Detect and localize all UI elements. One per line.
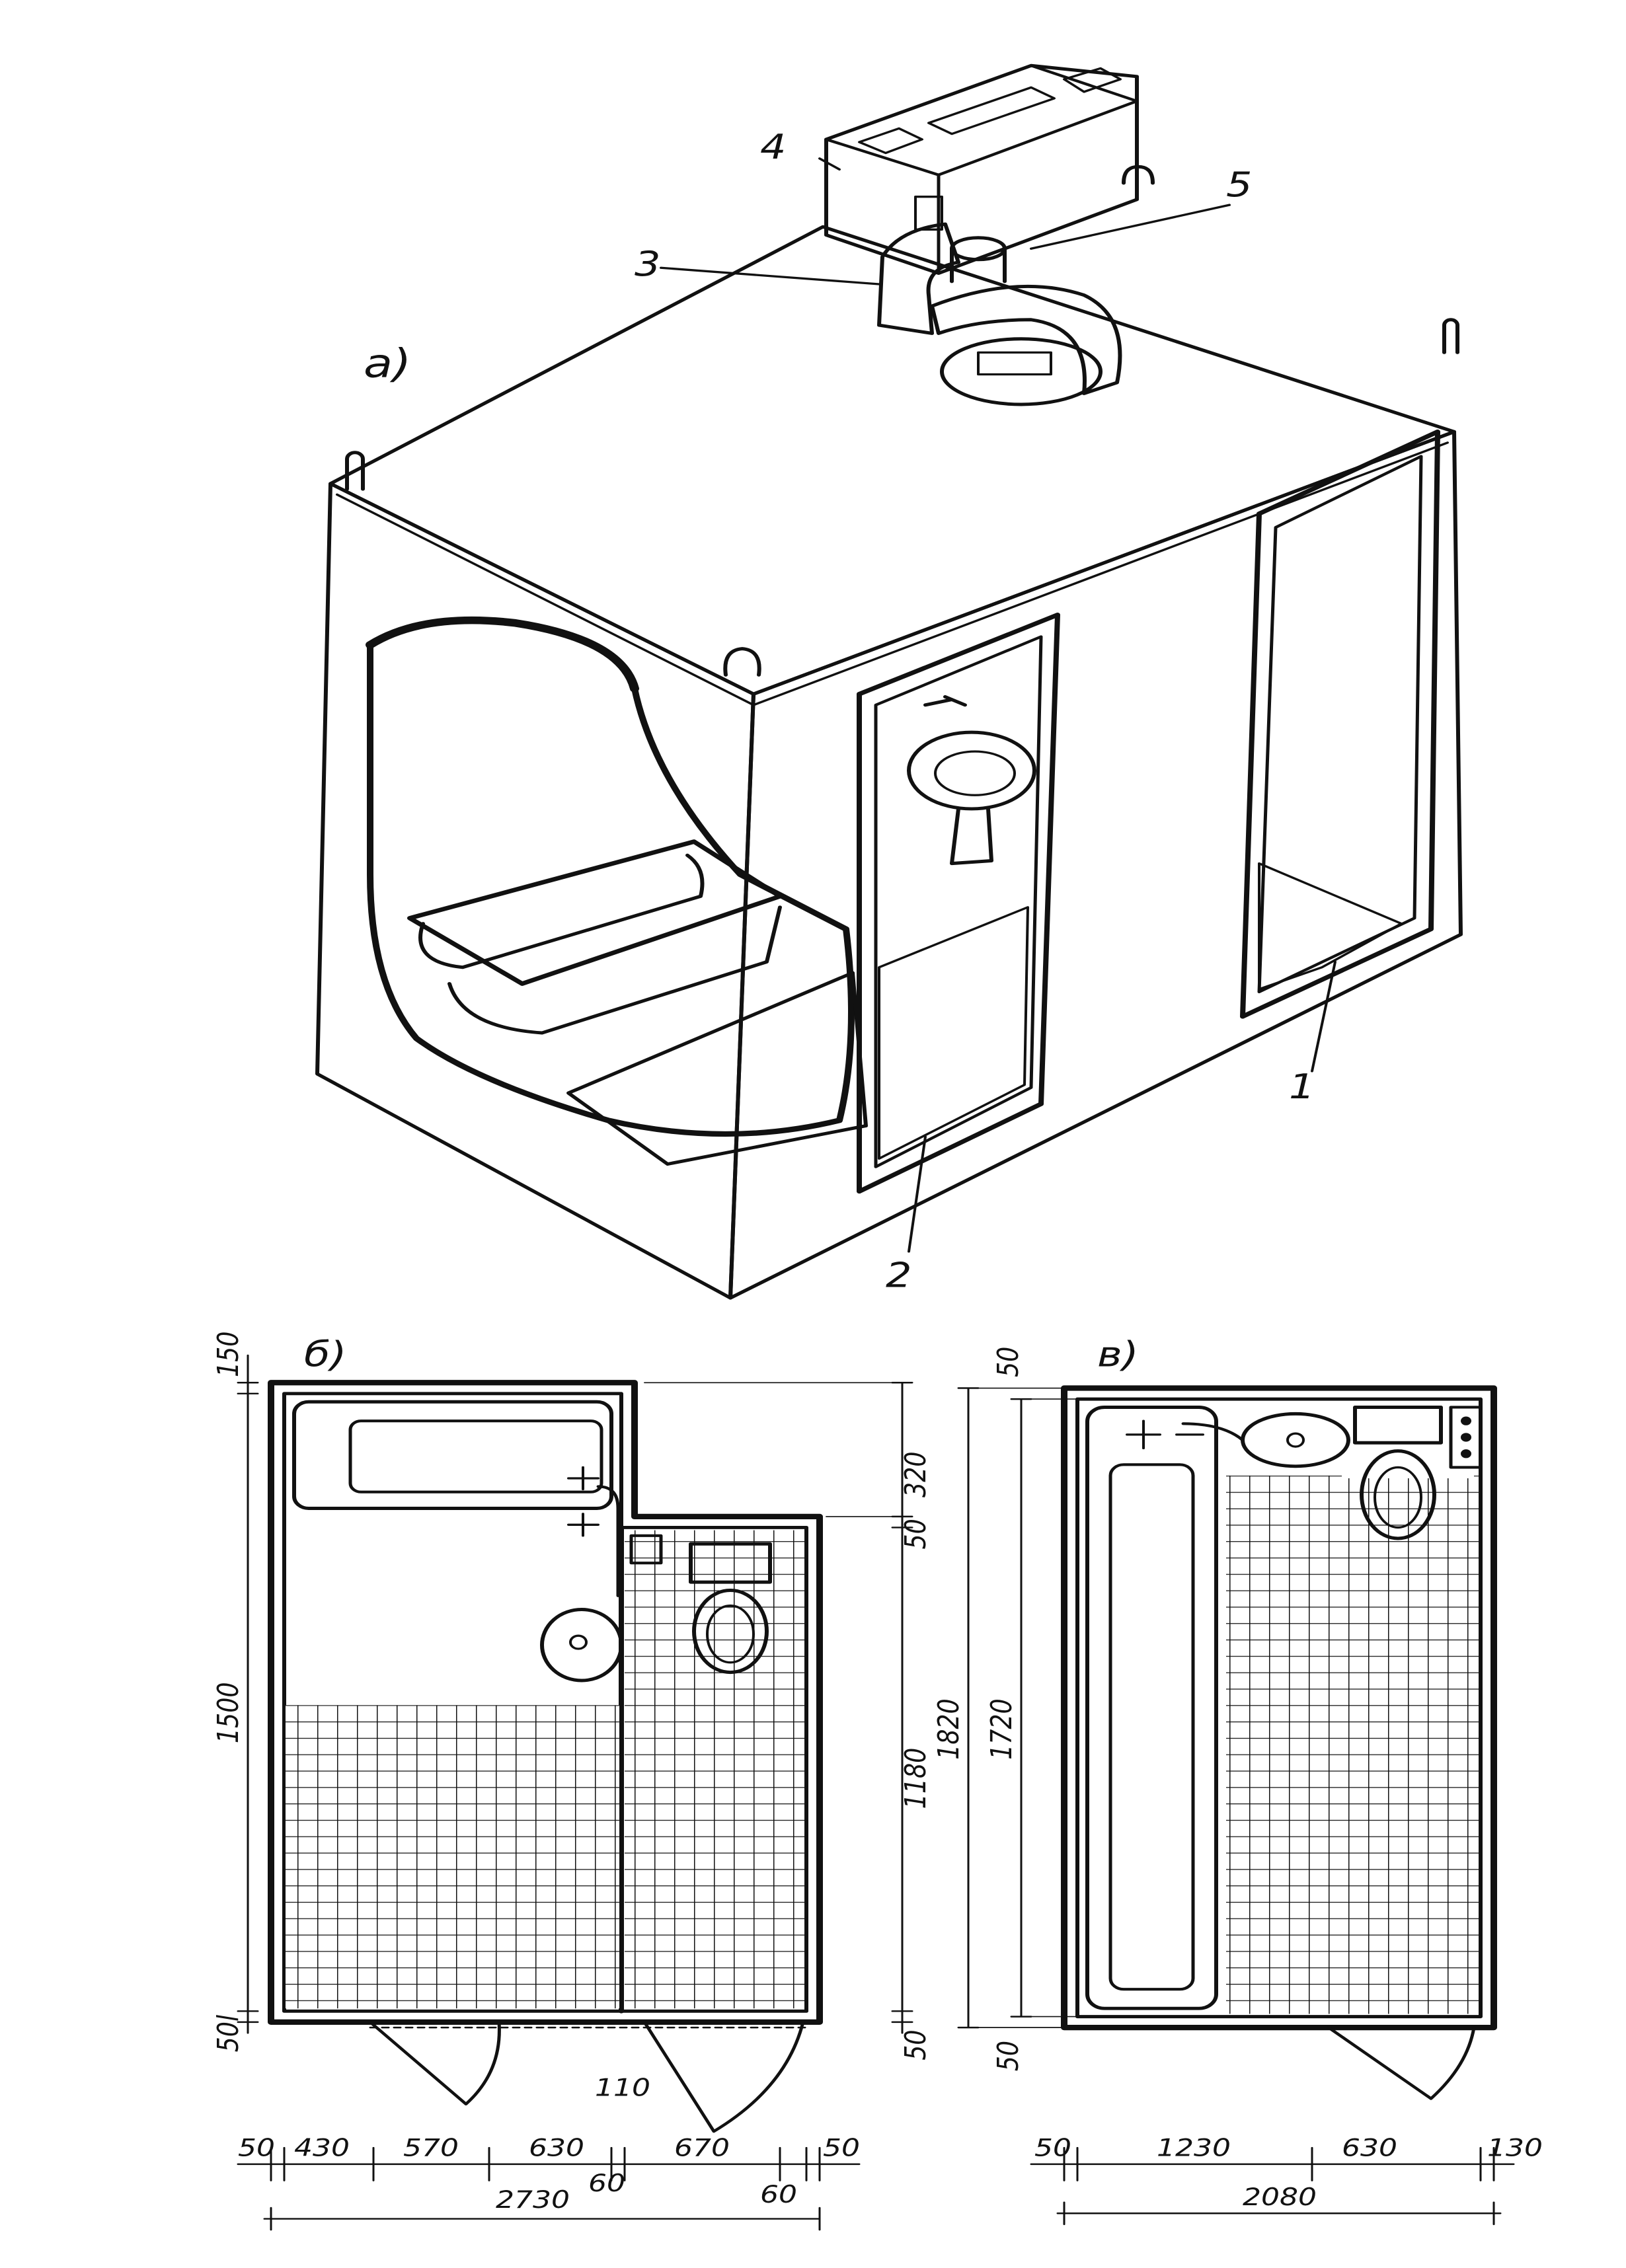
plan-b-dim-570: 570 <box>403 2134 459 2162</box>
plan-b-dim-50-a: 50 <box>899 1519 933 1549</box>
plan-v-dim-1820: 1820 <box>932 1698 966 1760</box>
plan-b-walls <box>268 1380 823 2025</box>
bathroom-floor <box>566 971 868 1166</box>
plan-b-floor-tiles-right <box>625 1530 804 2009</box>
plan-v-walls <box>1061 1385 1497 2031</box>
ventilation-block <box>824 63 1139 275</box>
plan-b-dim-50-b: 50 <box>899 2029 933 2060</box>
lifting-loop-icon <box>345 165 1459 677</box>
cabin-right-wall <box>728 430 1463 1300</box>
plan-b-dim-110: 110 <box>595 2074 650 2101</box>
part-label-v: в) <box>1097 1334 1139 1375</box>
plan-v-dim-130: 130 <box>1487 2134 1543 2162</box>
callout-3: 3 <box>635 245 660 284</box>
plan-b-door-swing-1 <box>368 2020 501 2105</box>
callout-4: 4 <box>760 128 786 167</box>
bathtub <box>407 839 783 1035</box>
plan-v-floor-tiles <box>1226 1475 1479 2014</box>
callout-5: 5 <box>1226 166 1252 205</box>
floor-through-door-2 <box>878 906 1029 1160</box>
plan-v: в) 50 <box>932 1334 1543 2226</box>
plan-b-dim-50-c: 50 <box>238 2134 275 2162</box>
cabin-isometric <box>315 63 1463 1300</box>
plan-b: б) 150 <box>212 1332 933 2231</box>
part-label-a: а) <box>364 341 411 387</box>
plan-b-dim-430: 430 <box>294 2134 350 2162</box>
plan-b-dim-1500: 1500 <box>212 1682 245 1744</box>
cabin-left-wall <box>315 482 755 1300</box>
plan-b-dim-630: 630 <box>529 2134 584 2162</box>
plan-b-dim-670: 670 <box>674 2134 730 2162</box>
plan-b-bathtub <box>292 1400 613 1510</box>
plan-v-dim-1720: 1720 <box>985 1698 1019 1760</box>
plan-v-dim-630: 630 <box>1342 2134 1397 2162</box>
door-opening-1 <box>1240 430 1440 1019</box>
plan-b-dim-total: 2730 <box>496 2186 570 2214</box>
plan-b-dim-1180: 1180 <box>899 1748 933 1809</box>
plan-b-floor-tiles-left <box>286 1705 619 2009</box>
callout-1: 1 <box>1289 1067 1315 1106</box>
callout-leaders <box>660 157 1336 1253</box>
plan-v-dim-50-top: 50 <box>991 1347 1025 1377</box>
pipe-bend <box>877 222 1122 406</box>
plan-b-door-swing-2 <box>642 2020 805 2133</box>
part-label-b: б) <box>304 1334 346 1375</box>
door-opening-2 <box>857 613 1060 1194</box>
plan-b-dim-60-a: 60 <box>588 2170 625 2197</box>
plan-v-dim-total: 2080 <box>1243 2183 1317 2211</box>
plan-v-toilet <box>1353 1406 1483 1540</box>
plan-v-dim-50-bottom: 50 <box>991 2041 1025 2071</box>
plan-b-dim-150: 150 <box>212 1332 245 1377</box>
washbasin-icon <box>907 695 1036 866</box>
plan-b-dim-320: 320 <box>899 1452 933 1497</box>
plan-v-dim-1230: 1230 <box>1157 2134 1231 2162</box>
plan-b-toilet <box>629 1534 772 1675</box>
callout-2: 2 <box>886 1256 911 1295</box>
plan-v-door-swing <box>1327 2026 1476 2100</box>
plan-b-dim-60-b: 60 <box>760 2180 797 2208</box>
floor-through-door-1 <box>1258 862 1403 991</box>
plan-v-washbasin <box>1181 1412 1350 1468</box>
plan-v-dim-50: 50 <box>1034 2134 1071 2162</box>
plan-v-bathtub <box>1085 1406 1218 2010</box>
bathroom-cutaway <box>367 617 855 1137</box>
plan-b-washbasin <box>540 1466 623 1682</box>
plan-b-dim-50-d: 50 <box>823 2134 860 2162</box>
plan-b-dim-50l: 50l <box>212 2014 245 2052</box>
